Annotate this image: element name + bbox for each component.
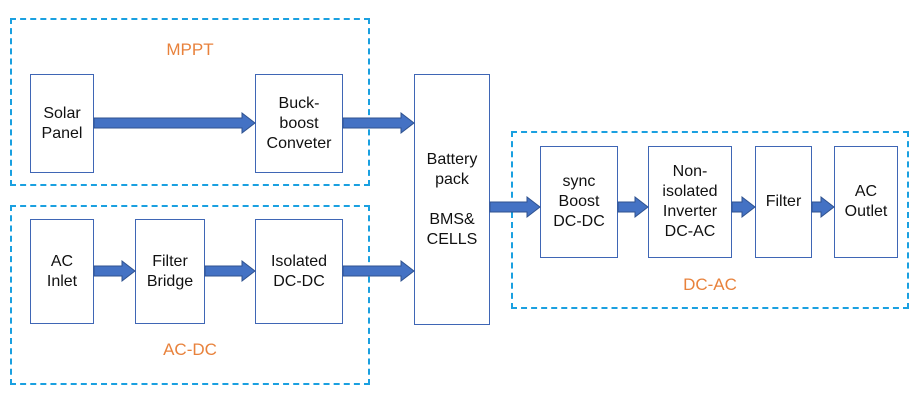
filter-bridge-block: Filter Bridge bbox=[135, 219, 205, 324]
mppt-group bbox=[10, 18, 370, 186]
ac-outlet-block: AC Outlet bbox=[834, 146, 898, 258]
filter-block: Filter bbox=[755, 146, 812, 258]
arrow-buck-to-battery bbox=[342, 111, 415, 135]
sync-boost-block: sync Boost DC-DC bbox=[540, 146, 618, 258]
acdc-group-label: AC-DC bbox=[163, 340, 217, 359]
inverter-block: Non- isolated Inverter DC-AC bbox=[648, 146, 732, 258]
arrow-filterbridge-to-isolated bbox=[204, 259, 256, 283]
ac-inlet-block: AC Inlet bbox=[30, 219, 94, 324]
acdc-group bbox=[10, 205, 370, 385]
mppt-group-label: MPPT bbox=[166, 40, 214, 59]
dcac-group-label: DC-AC bbox=[683, 275, 737, 294]
arrow-filter-to-acoutlet bbox=[811, 195, 835, 219]
solar-panel-label: Solar Panel bbox=[41, 104, 83, 142]
isolated-dcdc-label: Isolated DC-DC bbox=[270, 252, 328, 290]
filter-label: Filter bbox=[765, 193, 802, 210]
arrow-syncboost-to-inverter bbox=[617, 195, 649, 219]
arrow-isolated-to-battery bbox=[342, 259, 415, 283]
filter-bridge-label: Filter Bridge bbox=[146, 252, 194, 290]
inverter-label: Non- isolated Inverter DC-AC bbox=[662, 163, 718, 240]
arrow-solar-to-buck bbox=[93, 111, 256, 135]
arrow-battery-to-syncboost bbox=[489, 195, 541, 219]
dcac-group bbox=[511, 131, 909, 309]
battery-pack-label: Battery pack BMS& CELLS bbox=[426, 150, 478, 248]
buck-boost-block: Buck- boost Conveter bbox=[255, 74, 343, 173]
battery-pack-block: Battery pack BMS& CELLS bbox=[414, 74, 490, 325]
sync-boost-label: sync Boost DC-DC bbox=[553, 173, 605, 230]
buck-boost-label: Buck- boost Conveter bbox=[266, 94, 332, 152]
arrow-inverter-to-filter bbox=[731, 195, 756, 219]
ac-inlet-label: AC Inlet bbox=[46, 252, 78, 290]
ac-outlet-label: AC Outlet bbox=[844, 183, 888, 220]
arrow-acinlet-to-filterbridge bbox=[93, 259, 136, 283]
